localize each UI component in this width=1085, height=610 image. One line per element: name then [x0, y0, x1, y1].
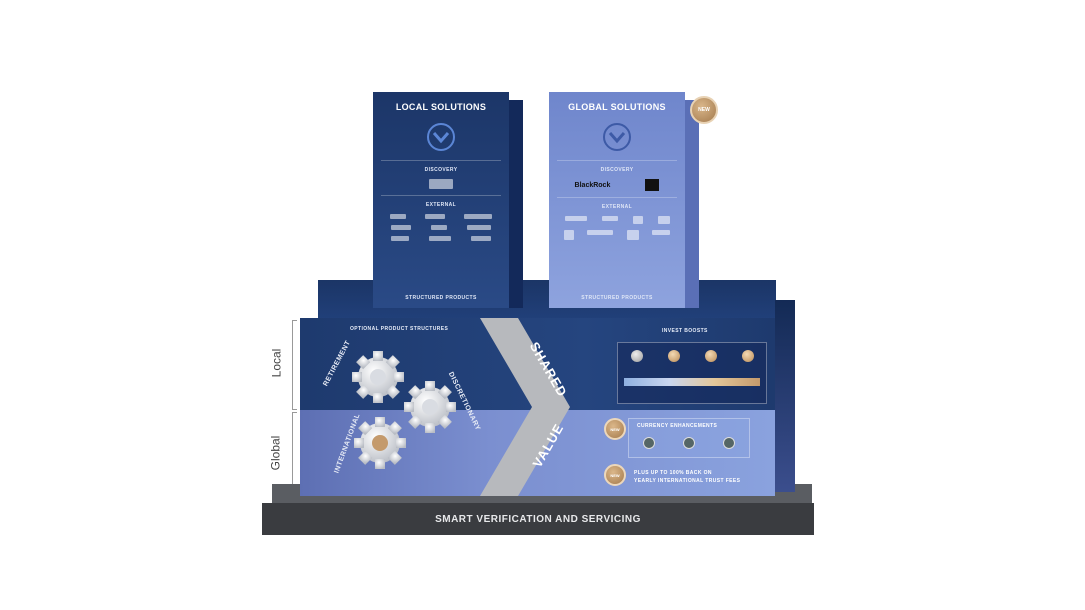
local-tower-footer: STRUCTURED PRODUCTS	[405, 295, 477, 301]
global-tower-side	[685, 100, 699, 308]
global-tower-footer: STRUCTURED PRODUCTS	[581, 295, 653, 301]
local-tower-side	[509, 100, 523, 308]
global-tower-title: GLOBAL SOLUTIONS	[568, 102, 666, 112]
boost-dot-1	[630, 350, 643, 362]
shield-logo-icon	[424, 120, 458, 154]
retirement-gear-icon	[352, 351, 404, 403]
base-platform: SMART VERIFICATION AND SERVICING	[262, 503, 814, 535]
local-bracket	[292, 320, 297, 410]
global-axis-label: Global	[268, 435, 283, 471]
main-block-side	[775, 300, 795, 492]
partner-logo	[429, 179, 453, 189]
boost-dot-3	[704, 350, 717, 362]
local-axis-label: Local	[269, 348, 284, 378]
gears-graphic	[352, 351, 456, 469]
global-bracket	[292, 412, 297, 494]
plus-text-line1: PLUS UP TO 100% BACK ON	[634, 470, 712, 476]
currency-dot-1	[643, 437, 655, 449]
global-section-external: EXTERNAL	[601, 204, 633, 210]
currency-dot-2	[683, 437, 695, 449]
discretionary-gear-icon	[404, 381, 456, 433]
blackrock-logo: BlackRock	[574, 181, 611, 189]
local-section-external: EXTERNAL	[425, 202, 457, 208]
global-solutions-tower: GLOBAL SOLUTIONS DISCOVERY BlackRock EXT…	[549, 92, 685, 308]
currency-title: CURRENCY ENHANCEMENTS	[637, 423, 718, 429]
invest-boosts-title: INVEST BOOSTS	[662, 328, 708, 334]
boost-dot-4	[741, 350, 754, 362]
shared-value-chevron	[480, 318, 570, 496]
international-new-dot	[372, 435, 388, 451]
invest-boosts-panel	[617, 342, 767, 404]
currency-enhancements-panel: CURRENCY ENHANCEMENTS	[628, 418, 750, 458]
base-label: SMART VERIFICATION AND SERVICING	[435, 513, 641, 525]
optional-structures-caption: OPTIONAL PRODUCT STRUCTURES	[350, 326, 449, 332]
partner-logo-dark	[645, 179, 660, 191]
boost-scale-bar	[624, 378, 760, 386]
new-badge-fees: NEW	[604, 464, 626, 486]
local-section-discovery: DISCOVERY	[424, 167, 458, 173]
local-tower-title: LOCAL SOLUTIONS	[395, 102, 487, 112]
boost-dot-2	[667, 350, 680, 362]
shield-logo-icon	[600, 120, 634, 154]
global-section-discovery: DISCOVERY	[600, 167, 634, 173]
currency-dot-3	[723, 437, 735, 449]
new-badge-global: NEW	[690, 96, 718, 124]
local-solutions-tower: LOCAL SOLUTIONS DISCOVERY EXTERNAL STRUC…	[373, 92, 509, 308]
new-badge-currency: NEW	[604, 418, 626, 440]
plus-text-line2: YEARLY INTERNATIONAL TRUST FEES	[634, 478, 741, 484]
